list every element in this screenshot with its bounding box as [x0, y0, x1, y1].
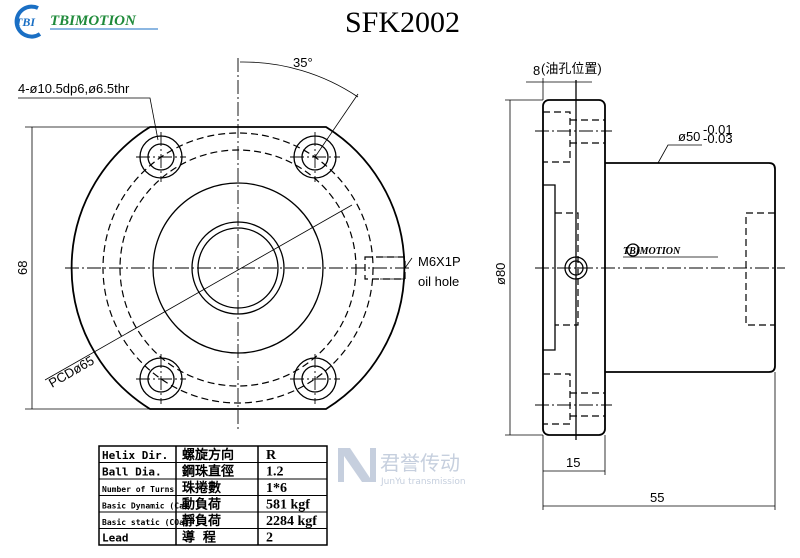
spec-label-en: Basic static (COa): [102, 517, 189, 527]
spec-value: 2: [266, 531, 273, 546]
spec-label-en: Helix Dir.: [102, 449, 168, 462]
spec-row: Helix Dir. 螺旋方向 R: [102, 447, 277, 463]
flange-diameter-dim: ø80: [493, 263, 508, 285]
logo-mark: TBI: [15, 15, 36, 29]
spec-value: 2284 kgf: [266, 514, 317, 529]
watermark-en: JunYu transmission: [380, 477, 466, 487]
spec-row: Ball Dia. 鋼珠直徑 1.2: [102, 464, 284, 480]
flange-thickness-dim: 15: [566, 455, 580, 470]
spec-label-en: Number of Turns: [102, 485, 174, 494]
tolerance-upper: -0.01: [703, 122, 733, 137]
body-diameter-dim: ø50: [678, 129, 700, 144]
spec-label-zh: 導 程: [182, 530, 216, 546]
pcd-dim: PCDø65: [46, 353, 97, 391]
spec-label-en: Lead: [102, 532, 129, 545]
length-dim: 55: [650, 490, 664, 505]
oil-thread-label: M6X1P: [418, 254, 461, 269]
spec-row: Basic Dynamic (Ca)動負荷 581 kgf: [102, 497, 310, 513]
spec-row: Basic static (COa)靜負荷 2284 kgf: [102, 513, 317, 529]
body-logo-text: TBIMOTION: [623, 246, 681, 257]
oil-position-note: (油孔位置): [541, 61, 602, 76]
watermark-zh: 君誉传动: [380, 451, 460, 475]
height-dim: 68: [15, 261, 30, 275]
side-view: TBIMOTION 8 (油孔位置) ø50 -0.01 -0.03 ø80 1…: [493, 61, 785, 510]
spec-label-en: Basic Dynamic (Ca): [102, 501, 189, 511]
spec-label-zh: 螺旋方向: [182, 447, 234, 463]
spec-value: 1.2: [266, 465, 284, 480]
spec-label-zh: 鋼珠直徑: [181, 464, 234, 480]
spec-label-zh: 靜負荷: [182, 513, 221, 529]
model-title: SFK2002: [345, 6, 460, 39]
spec-value: R: [266, 448, 277, 463]
angle-dim: 35°: [293, 55, 313, 70]
watermark: 君誉传动 JunYu transmission: [338, 448, 466, 487]
logo-text: TBIMOTION: [50, 13, 137, 29]
oil-hole-label: oil hole: [418, 274, 459, 289]
spec-row: Number of Turns 珠捲數 1*6: [102, 480, 287, 496]
spec-row: Lead 導 程 2: [102, 530, 273, 546]
spec-value: 1*6: [266, 481, 287, 496]
oil-position-dim: 8: [533, 63, 540, 78]
hole-callout: 4-ø10.5dp6,ø6.5thr: [18, 81, 130, 96]
front-view: M6X1P oil hole 4-ø10.5dp6,ø6.5thr 35° 68…: [15, 55, 461, 430]
spec-value: 581 kgf: [266, 498, 310, 513]
spec-label-zh: 珠捲數: [182, 480, 221, 496]
tbi-logo: TBI TBIMOTION: [14, 4, 158, 39]
spec-label-en: Ball Dia.: [102, 466, 162, 479]
tolerance-lower: -0.03: [703, 131, 733, 146]
spec-label-zh: 動負荷: [182, 497, 221, 513]
